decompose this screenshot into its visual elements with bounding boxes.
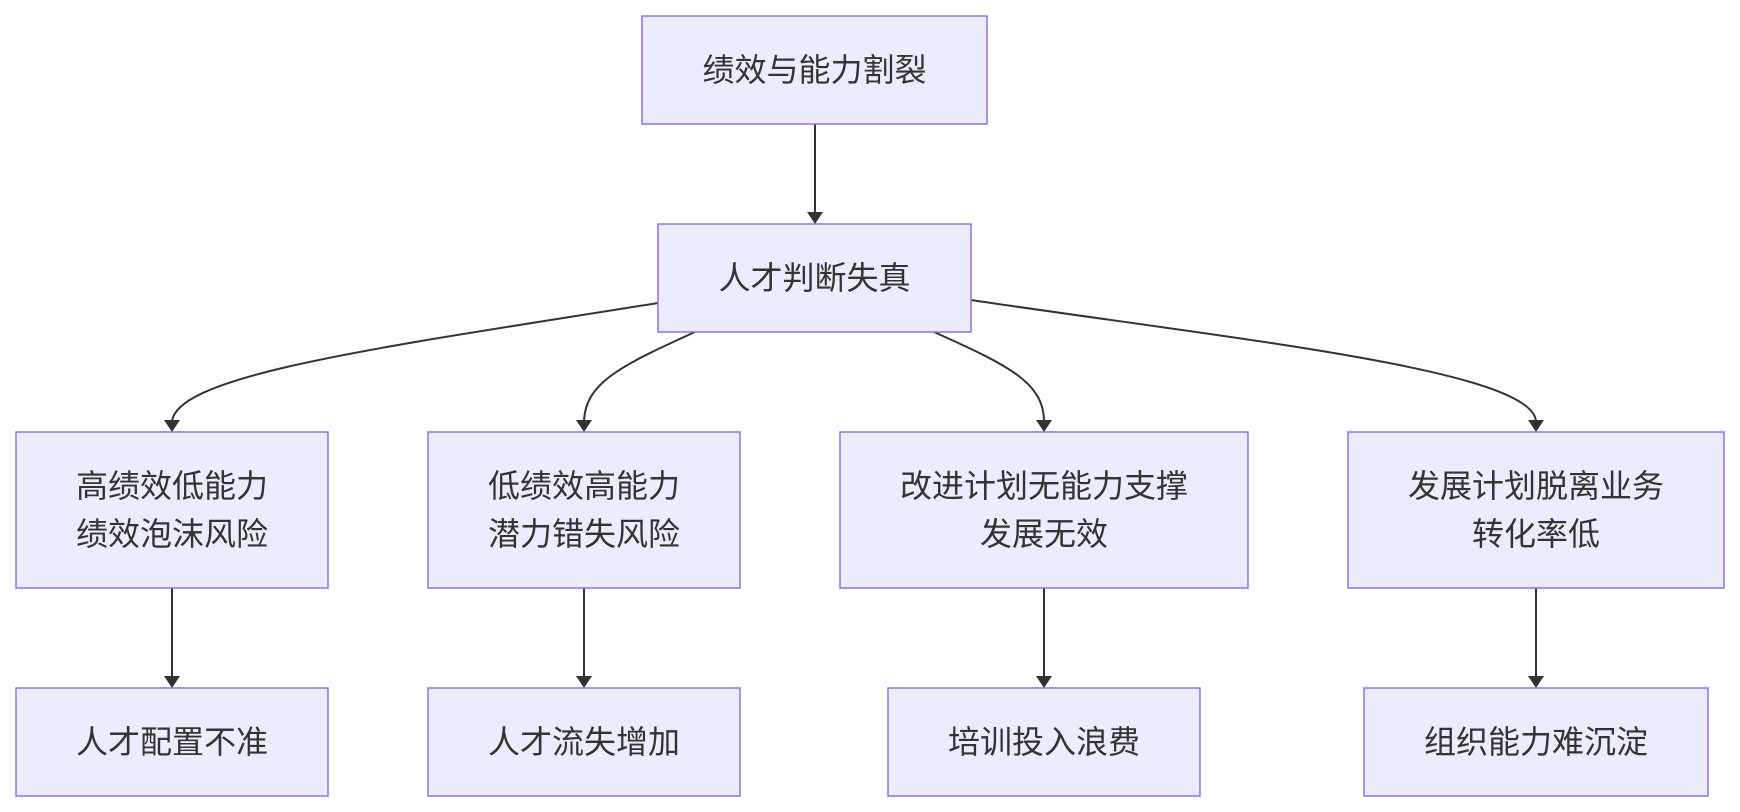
edge-n2-to-n5 bbox=[933, 331, 1052, 432]
arrowhead-icon bbox=[164, 676, 180, 688]
node-box bbox=[1363, 687, 1709, 797]
node-n8: 人才流失增加 bbox=[427, 687, 741, 797]
edge-n2-to-n3 bbox=[164, 302, 659, 432]
edge-n5-to-n9 bbox=[1036, 588, 1052, 688]
node-label-line: 人才配置不准 bbox=[76, 723, 268, 761]
node-label-line: 高绩效低能力 bbox=[76, 467, 268, 505]
nodes-layer: 绩效与能力割裂人才判断失真高绩效低能力绩效泡沫风险低绩效高能力潜力错失风险改进计… bbox=[15, 15, 1725, 797]
node-n1: 绩效与能力割裂 bbox=[641, 15, 988, 125]
node-n2: 人才判断失真 bbox=[657, 223, 972, 333]
node-label-line: 绩效与能力割裂 bbox=[702, 51, 926, 89]
node-box bbox=[15, 687, 329, 797]
node-box bbox=[15, 431, 329, 589]
node-label-line: 改进计划无能力支撑 bbox=[900, 467, 1188, 505]
edge-n4-to-n8 bbox=[576, 588, 592, 688]
node-label-line: 绩效泡沫风险 bbox=[76, 515, 268, 553]
node-label-line: 培训投入浪费 bbox=[948, 723, 1140, 761]
node-box bbox=[887, 687, 1201, 797]
arrowhead-icon bbox=[1036, 676, 1052, 688]
node-box bbox=[839, 431, 1249, 589]
edge-n2-to-n6 bbox=[970, 299, 1544, 432]
node-label-line: 人才判断失真 bbox=[718, 259, 910, 297]
arrowhead-icon bbox=[576, 420, 592, 432]
edge-n6-to-n10 bbox=[1528, 588, 1544, 688]
node-label-line: 潜力错失风险 bbox=[488, 515, 680, 553]
node-n9: 培训投入浪费 bbox=[887, 687, 1201, 797]
node-label-line: 发展计划脱离业务 bbox=[1408, 467, 1664, 505]
node-label-line: 低绩效高能力 bbox=[488, 467, 680, 505]
node-label-line: 人才流失增加 bbox=[488, 723, 680, 761]
edges-layer bbox=[164, 124, 1544, 688]
edge-line bbox=[970, 299, 1537, 423]
edge-n2-to-n4 bbox=[576, 331, 696, 432]
arrowhead-icon bbox=[1528, 676, 1544, 688]
node-n7: 人才配置不准 bbox=[15, 687, 329, 797]
arrowhead-icon bbox=[164, 420, 180, 432]
edge-line bbox=[171, 302, 659, 423]
node-box bbox=[427, 687, 741, 797]
node-label-line: 发展无效 bbox=[980, 515, 1108, 553]
node-box bbox=[427, 431, 741, 589]
arrowhead-icon bbox=[807, 212, 823, 224]
arrowhead-icon bbox=[1036, 420, 1052, 432]
node-label-line: 转化率低 bbox=[1472, 515, 1600, 553]
edge-n1-to-n2 bbox=[807, 124, 823, 224]
edge-line bbox=[583, 331, 696, 423]
arrowhead-icon bbox=[576, 676, 592, 688]
node-box bbox=[657, 223, 972, 333]
node-box bbox=[1347, 431, 1725, 589]
edge-line bbox=[933, 331, 1045, 423]
edge-n3-to-n7 bbox=[164, 588, 180, 688]
arrowhead-icon bbox=[1528, 420, 1544, 432]
node-n10: 组织能力难沉淀 bbox=[1363, 687, 1709, 797]
node-box bbox=[641, 15, 988, 125]
node-label-line: 组织能力难沉淀 bbox=[1424, 723, 1648, 761]
